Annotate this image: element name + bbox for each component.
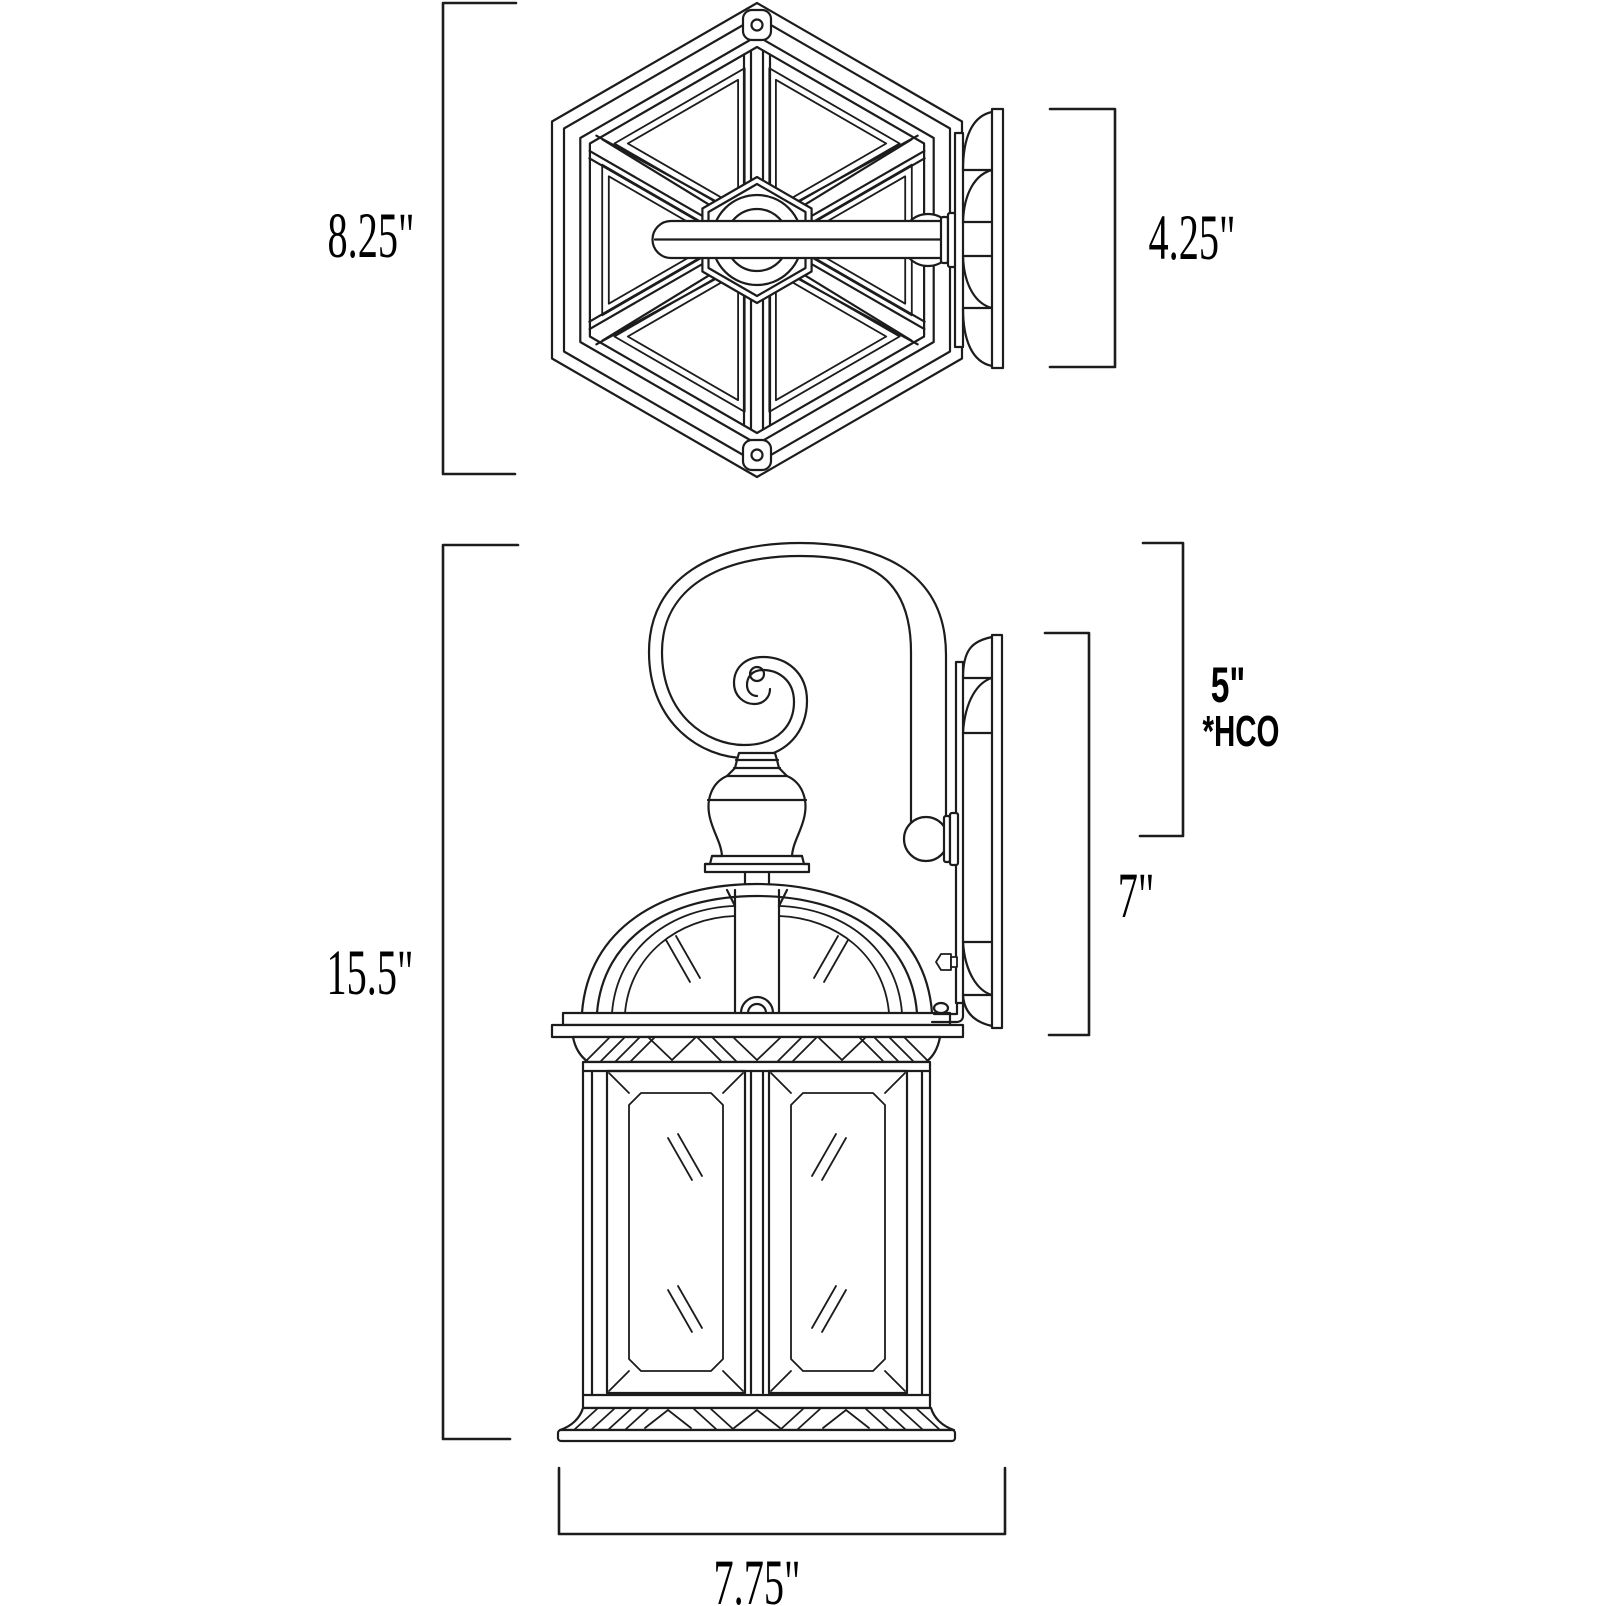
side-view-strap-hook <box>930 1001 965 1024</box>
dim-label-top-height: 8.25" <box>327 200 415 272</box>
dim-bracket-overall-height <box>441 543 520 1441</box>
side-view-wall-plate <box>954 633 1004 1030</box>
dim-bracket-backplate-height <box>1043 631 1091 1037</box>
side-view-cornice <box>550 1011 965 1073</box>
dim-label-overall-height: 15.5" <box>326 937 414 1009</box>
side-view-body <box>581 1069 932 1397</box>
dim-label-hco-value: 5" <box>1210 657 1246 713</box>
lantern-top-view <box>550 1 1005 479</box>
side-view-set-screw <box>935 953 958 971</box>
dim-label-hco-note: *HCO <box>1202 707 1280 756</box>
dim-bracket-top-height <box>441 1 518 476</box>
dim-bracket-overall-width <box>557 1466 1007 1536</box>
top-view-screw-tabs <box>741 8 773 472</box>
dim-label-overall-width: 7.75" <box>713 1547 801 1606</box>
dim-bracket-hco <box>1138 541 1185 838</box>
top-view-arm-and-plate <box>651 107 1005 370</box>
dim-label-backplate-height: 7" <box>1117 860 1155 932</box>
lantern-side-view <box>550 541 1004 1443</box>
side-view-finial <box>703 751 811 892</box>
side-view-arm-ball <box>902 815 950 863</box>
dimension-brackets <box>441 1 1185 1536</box>
dim-bracket-top-depth <box>1048 107 1117 369</box>
side-view-base <box>556 1393 957 1443</box>
side-view-dome <box>580 882 934 1015</box>
top-view-spokes <box>588 49 926 431</box>
dim-label-top-depth: 4.25" <box>1148 202 1236 274</box>
